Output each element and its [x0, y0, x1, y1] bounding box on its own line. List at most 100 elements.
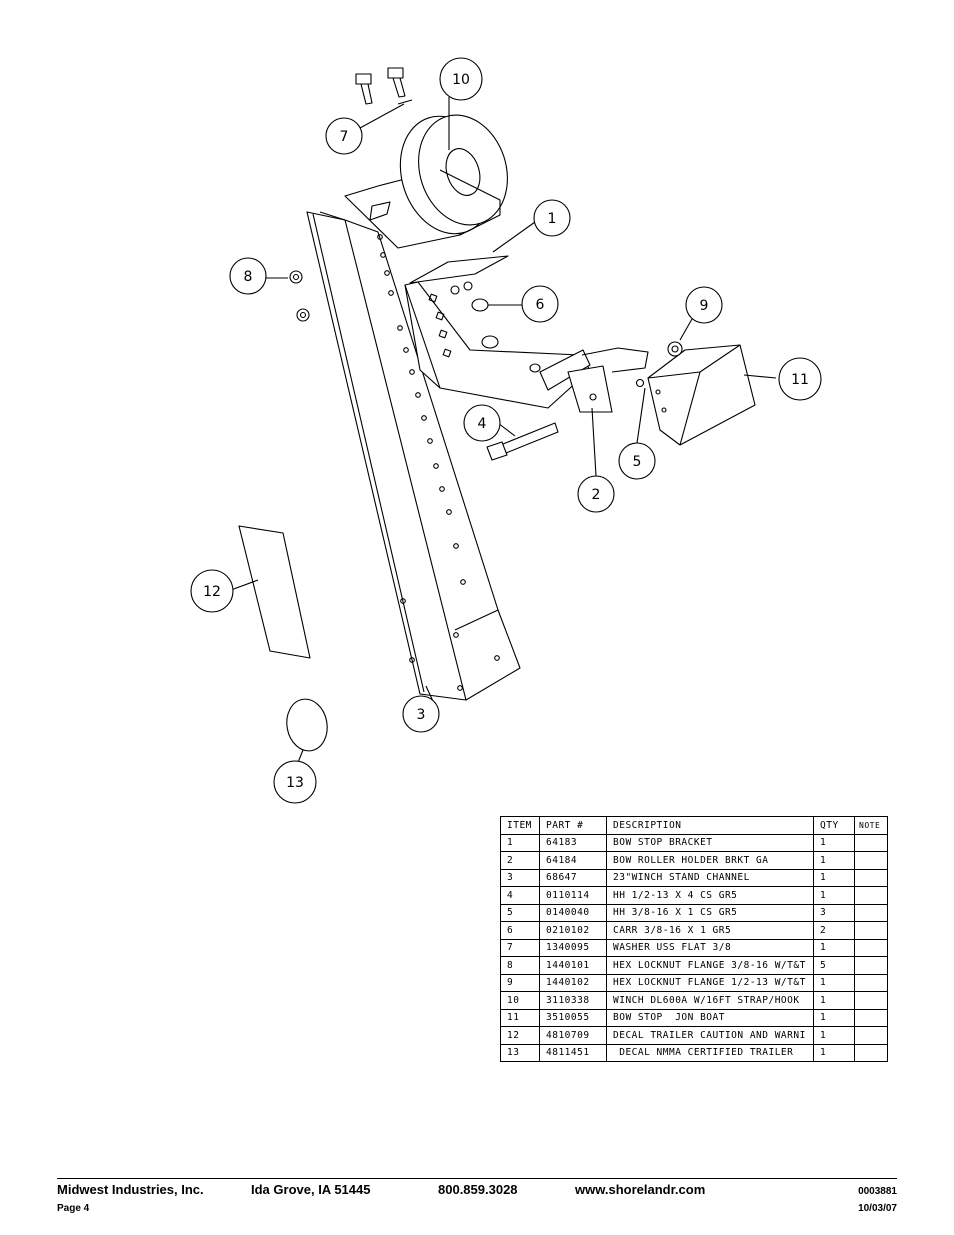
cell-qty: 1	[813, 868, 855, 887]
cell-item: 2	[500, 851, 540, 870]
cell-part: 1440101	[539, 956, 607, 975]
decal-caution	[238, 525, 311, 659]
callout-7: 7	[325, 117, 363, 155]
footer-doc-number: 0003881	[858, 1186, 897, 1197]
callout-label: 8	[244, 269, 253, 285]
cell-item: 6	[500, 921, 540, 940]
cell-note	[854, 1026, 888, 1045]
callout-9: 9	[685, 286, 723, 324]
cell-part: 3110338	[539, 991, 607, 1010]
small-bolt	[635, 378, 645, 388]
callout-label: 9	[700, 298, 709, 314]
winch-stand-channel	[306, 211, 521, 701]
bow-roller-holder-bracket	[529, 347, 649, 413]
callout-label: 1	[548, 211, 557, 227]
cell-part: 4810709	[539, 1026, 607, 1045]
cell-description: WINCH DL600A W/16FT STRAP/HOOK	[606, 991, 814, 1010]
cell-description: DECAL NMMA CERTIFIED TRAILER	[606, 1043, 814, 1062]
cell-note	[854, 1008, 888, 1027]
cell-qty: 1	[813, 1008, 855, 1027]
cell-note	[854, 973, 888, 992]
cell-note	[854, 991, 888, 1010]
footer-page: Page 4	[57, 1203, 90, 1214]
callout-label: 13	[286, 775, 304, 791]
cell-note	[854, 868, 888, 887]
callout-label: 10	[452, 72, 470, 88]
callout-5: 5	[618, 442, 656, 480]
callout-balloons: 7 10 1 8 6 9 11 4 5 2 12 3 13	[190, 57, 822, 804]
footer-company: Midwest Industries, Inc.	[57, 1182, 204, 1197]
cell-note	[854, 886, 888, 905]
footer-phone: 800.859.3028	[438, 1182, 518, 1197]
col-header-note: NOTE	[854, 816, 888, 835]
table-header-row: ITEM PART # DESCRIPTION QTY NOTE	[500, 816, 888, 835]
callout-label: 6	[536, 297, 545, 313]
callout-label: 4	[478, 416, 487, 432]
bow-stop-jon-boat	[647, 344, 756, 446]
callout-label: 5	[633, 454, 642, 470]
winch	[344, 114, 508, 249]
footer-date: 10/03/07	[858, 1203, 897, 1214]
cell-note	[854, 956, 888, 975]
col-header-qty: QTY	[813, 816, 855, 835]
cell-description: DECAL TRAILER CAUTION AND WARNI	[606, 1026, 814, 1045]
cell-item: 8	[500, 956, 540, 975]
cell-part: 64184	[539, 851, 607, 870]
cell-item: 7	[500, 938, 540, 957]
cell-part: 0140040	[539, 903, 607, 922]
callout-2: 2	[577, 475, 615, 513]
hex-bolts	[355, 67, 413, 105]
cell-note	[854, 833, 888, 852]
cell-description: WASHER USS FLAT 3/8	[606, 938, 814, 957]
cell-part: 3510055	[539, 1008, 607, 1027]
cell-part: 64183	[539, 833, 607, 852]
cell-part: 68647	[539, 868, 607, 887]
cell-part: 1440102	[539, 973, 607, 992]
cell-qty: 1	[813, 1026, 855, 1045]
cell-description: BOW STOP JON BOAT	[606, 1008, 814, 1027]
cell-description: 23"WINCH STAND CHANNEL	[606, 868, 814, 887]
cell-part: 0110114	[539, 886, 607, 905]
cell-note	[854, 1043, 888, 1062]
cell-description: BOW ROLLER HOLDER BRKT GA	[606, 851, 814, 870]
carriage-bolts	[471, 298, 499, 349]
footer-city: Ida Grove, IA 51445	[251, 1182, 371, 1197]
cell-item: 3	[500, 868, 540, 887]
cell-part: 4811451	[539, 1043, 607, 1062]
cell-note	[854, 903, 888, 922]
locknuts	[289, 270, 473, 322]
cell-description: HEX LOCKNUT FLANGE 3/8-16 W/T&T	[606, 956, 814, 975]
cell-qty: 1	[813, 851, 855, 870]
footer-rule	[57, 1178, 897, 1179]
cell-part: 1340095	[539, 938, 607, 957]
callout-4: 4	[463, 404, 501, 442]
cell-note	[854, 851, 888, 870]
cell-qty: 5	[813, 956, 855, 975]
decal-nmma	[286, 698, 328, 752]
locknut-half-inch	[667, 341, 683, 357]
cell-description: HH 3/8-16 X 1 CS GR5	[606, 903, 814, 922]
col-header-description: DESCRIPTION	[606, 816, 814, 835]
cell-item: 5	[500, 903, 540, 922]
callout-label: 12	[203, 584, 221, 600]
cell-qty: 1	[813, 991, 855, 1010]
cell-qty: 3	[813, 903, 855, 922]
cell-description: HH 1/2-13 X 4 CS GR5	[606, 886, 814, 905]
cell-item: 11	[500, 1008, 540, 1027]
callout-8: 8	[229, 257, 267, 295]
cell-note	[854, 938, 888, 957]
cell-qty: 1	[813, 938, 855, 957]
cell-item: 9	[500, 973, 540, 992]
